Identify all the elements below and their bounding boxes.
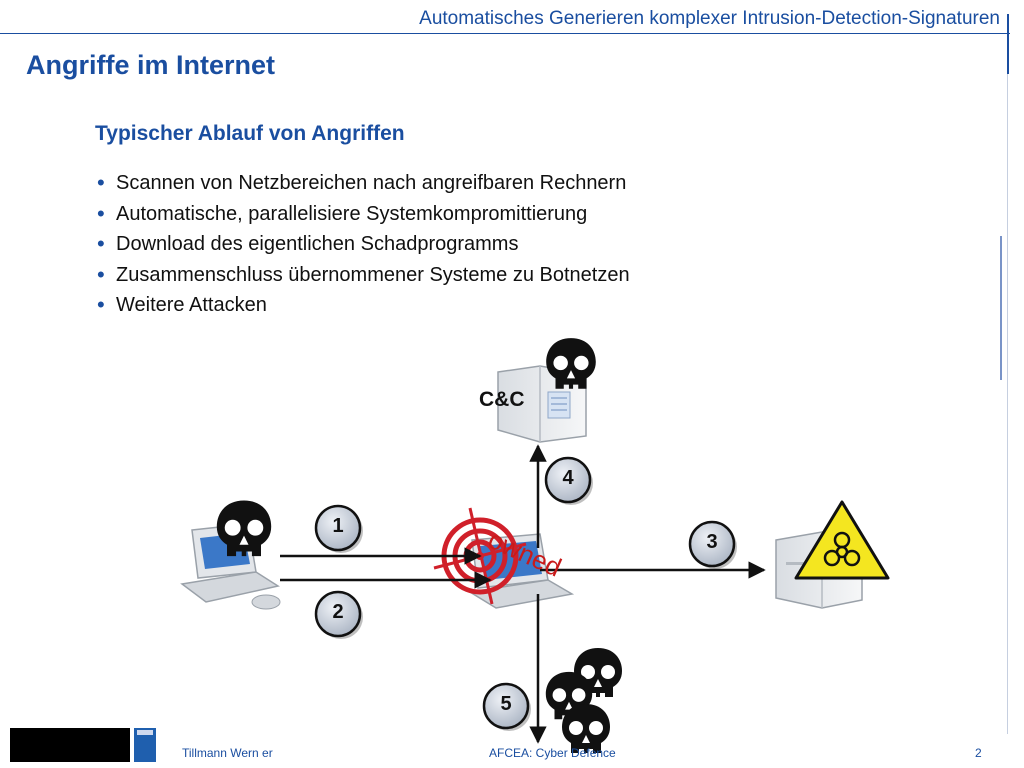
bullet-dot-icon: •: [97, 231, 105, 256]
step-number-3: 3: [706, 531, 718, 553]
right-border: [1007, 74, 1008, 734]
cc-label: C&C: [479, 388, 525, 411]
footer-logo-block: [10, 728, 130, 762]
right-border-mid-accent: [1000, 236, 1002, 380]
footer-logo-icon: [134, 728, 156, 762]
footer-logo-accent: [137, 730, 153, 735]
footer-author: Tillmann Wern er: [182, 746, 273, 760]
step-circle: [314, 504, 363, 553]
bullet-list: •Scannen von Netzbereichen nach angreifb…: [95, 168, 630, 321]
bullet-item: •Automatische, parallelisiere Systemkomp…: [95, 199, 630, 230]
cc-server-icon: [497, 365, 587, 443]
bullet-dot-icon: •: [97, 292, 105, 317]
right-border-accent: [1007, 14, 1009, 74]
step-number-2: 2: [332, 601, 344, 623]
step-number-4: 4: [562, 467, 574, 489]
slide-subtitle: Typischer Ablauf von Angriffen: [95, 122, 405, 145]
bullet-dot-icon: •: [97, 200, 105, 226]
bullet-dot-icon: •: [97, 170, 105, 195]
step-number-1: 1: [332, 515, 344, 537]
step-circle: [688, 520, 737, 569]
bullet-item: •Scannen von Netzbereichen nach angreifb…: [95, 168, 630, 199]
header-divider: [0, 33, 1010, 34]
step-circle: [314, 590, 363, 639]
page-number: 2: [975, 746, 982, 760]
step-circle: [544, 456, 593, 505]
running-header-title: Automatisches Generieren komplexer Intru…: [419, 8, 1000, 29]
bullet-dot-icon: •: [97, 261, 105, 287]
slide-title: Angriffe im Internet: [26, 50, 276, 80]
bullet-item: •Download des eigentlichen Schadprogramm…: [95, 229, 630, 260]
bullet-item: •Zusammenschluss übernommener Systeme zu…: [95, 260, 630, 291]
biohazard-icon: [794, 500, 890, 580]
footer-event: AFCEA: Cyber Defence: [489, 746, 616, 760]
bullet-item: •Weitere Attacken: [95, 290, 630, 321]
step-number-5: 5: [500, 693, 512, 715]
step-circle: [482, 682, 531, 731]
